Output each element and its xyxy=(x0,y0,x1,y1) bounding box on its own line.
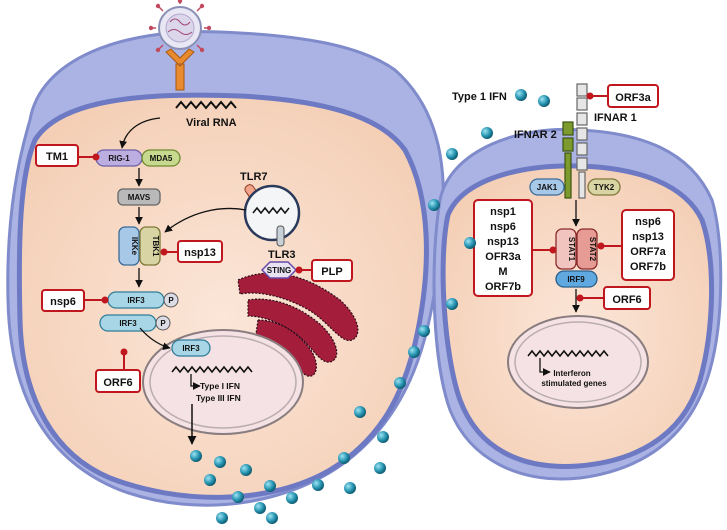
orf3a-label: ORF3a xyxy=(615,92,651,104)
plp-label: PLP xyxy=(321,266,342,278)
right-cell xyxy=(432,127,723,481)
endosome xyxy=(243,184,301,242)
list-left-inhibition-head xyxy=(549,246,557,254)
mavs-label: MAVS xyxy=(128,193,151,202)
tbk1-protein xyxy=(139,226,161,266)
phosphate-upper xyxy=(163,292,179,308)
orf6-label-right: ORF6 xyxy=(612,294,641,306)
mda5-label: MDA5 xyxy=(150,154,173,163)
ifnar1-receptor xyxy=(576,83,588,199)
tbk1-label: TBK1 xyxy=(151,236,160,257)
nsp13-label: nsp13 xyxy=(184,247,216,259)
rig1-label: RIG-1 xyxy=(108,154,130,163)
endosome-rna xyxy=(252,206,290,215)
tlr7-label: TLR7 xyxy=(240,171,268,183)
irf3-label-upper: IRF3 xyxy=(127,296,145,305)
orf3a-inhibition-head xyxy=(586,92,594,100)
plp-inhibitor-box xyxy=(311,259,353,282)
tm1-inhibitor-box xyxy=(35,144,79,167)
nucleus-dna-right xyxy=(527,349,609,358)
list-right-item-2: ORF7a xyxy=(630,246,666,258)
viral-rna-strand xyxy=(175,100,237,110)
list-left-item-3: OFR3a xyxy=(485,251,521,263)
list-left-item-0: nsp1 xyxy=(490,206,516,218)
tlr3-label: TLR3 xyxy=(268,249,296,261)
tyk2-label: TYK2 xyxy=(594,183,615,192)
phosphate-lower xyxy=(155,315,171,331)
ifnar1-label: IFNAR 1 xyxy=(594,112,637,124)
jak1-label: JAK1 xyxy=(537,183,558,192)
ifnar2-label: IFNAR 2 xyxy=(514,129,557,141)
tlr3-receptor xyxy=(276,225,285,247)
transcription-arrow-right xyxy=(539,358,551,376)
irf9-protein xyxy=(555,270,598,288)
stat2-label: STAT2 xyxy=(588,237,597,262)
stat-inhibitor-list-left xyxy=(473,199,533,297)
list-left-item-2: nsp13 xyxy=(487,236,519,248)
arrow-tlr-to-tbk1 xyxy=(164,207,247,233)
stat1-label: STAT1 xyxy=(567,237,576,262)
list-right-item-1: nsp13 xyxy=(632,231,664,243)
sting-label: STING xyxy=(267,266,291,275)
ifn-particles xyxy=(190,89,550,524)
orf6-inhibition-head-right xyxy=(576,294,584,302)
jak1-protein xyxy=(529,178,565,196)
orf6-label-left: ORF6 xyxy=(103,377,132,389)
phosphate-label-upper: P xyxy=(168,296,174,305)
nsp6-label: nsp6 xyxy=(50,296,76,308)
type1-ifn-gene-label: Type I IFN xyxy=(200,381,240,391)
list-left-item-5: ORF7b xyxy=(485,281,521,293)
irf3-nuclear xyxy=(171,339,211,357)
list-right-item-3: ORF7b xyxy=(630,261,666,273)
transcription-arrow-left xyxy=(190,374,201,390)
irf3-nuclear-label: IRF3 xyxy=(182,344,200,353)
nsp13-inhibition-head xyxy=(160,248,168,256)
list-right-inhibition-head xyxy=(597,242,605,250)
list-right-item-0: nsp6 xyxy=(635,216,661,228)
ikke-protein xyxy=(118,226,140,266)
orf6-inhibitor-box-right xyxy=(603,286,651,310)
tm1-label: TM1 xyxy=(46,151,68,163)
mda5-protein xyxy=(141,149,181,167)
tm1-inhibition-head xyxy=(92,153,100,161)
mavs-protein xyxy=(117,188,161,206)
irf3-label-lower: IRF3 xyxy=(119,319,137,328)
type1-ifn-label: Type 1 IFN xyxy=(452,91,507,103)
orf6-inhibition-head-left xyxy=(120,348,128,356)
arrow-irf3-to-nucleus xyxy=(139,327,171,351)
list-left-item-4: M xyxy=(498,266,507,278)
isg-label-line2: stimulated genes xyxy=(541,379,607,388)
list-left-item-1: nsp6 xyxy=(490,221,516,233)
plp-inhibition-head xyxy=(295,266,303,274)
stat2-protein xyxy=(576,228,598,270)
nsp13-inhibitor-box xyxy=(177,240,223,263)
orf6-inhibitor-box-left xyxy=(95,369,141,393)
ikke-label: IKKe xyxy=(130,237,139,256)
arrow-rna-to-rig1 xyxy=(119,117,161,149)
phosphate-label-lower: P xyxy=(160,319,166,328)
irf9-label: IRF9 xyxy=(567,275,585,284)
virus-particle xyxy=(148,0,212,53)
viral-rna-label: Viral RNA xyxy=(186,117,237,129)
tyk2-protein xyxy=(587,178,621,196)
right-nucleus xyxy=(507,315,649,409)
nucleus-dna-left xyxy=(171,365,253,374)
golgi-apparatus xyxy=(237,272,359,377)
ace2-receptor xyxy=(165,48,195,91)
nsp6-inhibition-head xyxy=(101,296,109,304)
isg-label-line1: Interferon xyxy=(553,369,590,378)
type3-ifn-gene-label: Type III IFN xyxy=(196,393,241,403)
ifnar2-receptor xyxy=(562,121,574,199)
orf3a-inhibitor-box xyxy=(607,84,659,108)
